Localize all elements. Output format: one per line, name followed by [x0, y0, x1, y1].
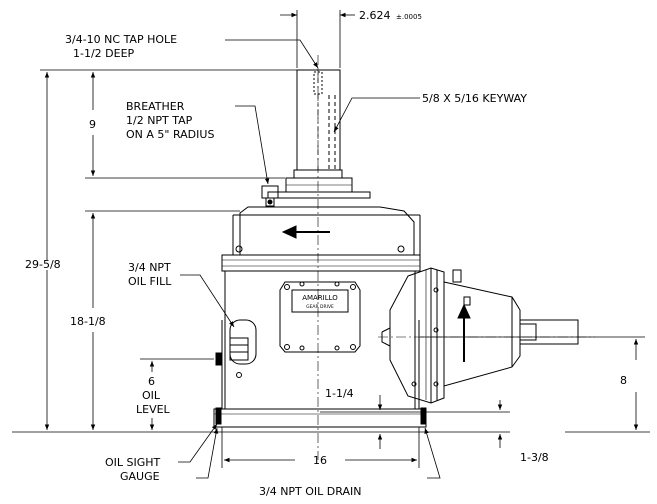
dimension-1-3-8: 1-3/8: [520, 451, 549, 464]
oil-fill-note-2: OIL FILL: [128, 275, 172, 288]
dimension-lines: [12, 10, 650, 479]
oil-fill-note-1: 3/4 NPT: [128, 261, 171, 274]
centerlines: [317, 55, 595, 460]
vertical-shaft: [267, 69, 371, 199]
dimension-18-1-8: 18-1/8: [70, 315, 106, 328]
nameplate: AMARILLO GEAR DRIVE: [279, 281, 361, 353]
plugs: [215, 352, 427, 425]
main-housing: [213, 254, 427, 428]
breather-note-3: ON A 5" RADIUS: [126, 128, 214, 141]
side-gearbox: [381, 267, 579, 404]
oil-sight-note-1: OIL SIGHT: [105, 456, 161, 469]
breather-note-1: BREATHER: [126, 100, 185, 113]
breather-fitting: [261, 185, 279, 207]
tap-hole-note-1: 3/4-10 NC TAP HOLE: [65, 33, 177, 46]
nameplate-title: AMARILLO: [302, 294, 338, 302]
oil-drain-note: 3/4 NPT OIL DRAIN: [259, 485, 361, 498]
dimension-8: 8: [620, 374, 627, 387]
keyway-note: 5/8 X 5/16 KEYWAY: [422, 92, 527, 105]
oil-level-note-2: LEVEL: [136, 403, 171, 416]
dimension-16: 16: [313, 454, 327, 467]
tap-hole-note-2: 1-1/2 DEEP: [73, 47, 135, 60]
shaft-dimension: 2.624: [359, 9, 391, 22]
dimension-9: 9: [89, 118, 96, 131]
oil-sight-note-2: GAUGE: [120, 470, 160, 483]
oil-fill-elbow: [229, 319, 257, 378]
oil-level-note-1: OIL: [142, 389, 161, 402]
nameplate-subtitle: GEAR DRIVE: [306, 304, 334, 310]
dimension-6: 6: [148, 375, 155, 388]
dimension-29-5-8: 29-5/8: [25, 258, 61, 271]
shaft-tolerance: ±.0005: [396, 13, 422, 21]
labels: 2.624 ±.0005 3/4-10 NC TAP HOLE 1-1/2 DE…: [25, 9, 627, 498]
dimension-1-1-4: 1-1/4: [325, 387, 354, 400]
upper-housing: [232, 206, 421, 256]
breather-note-2: 1/2 NPT TAP: [126, 114, 193, 127]
